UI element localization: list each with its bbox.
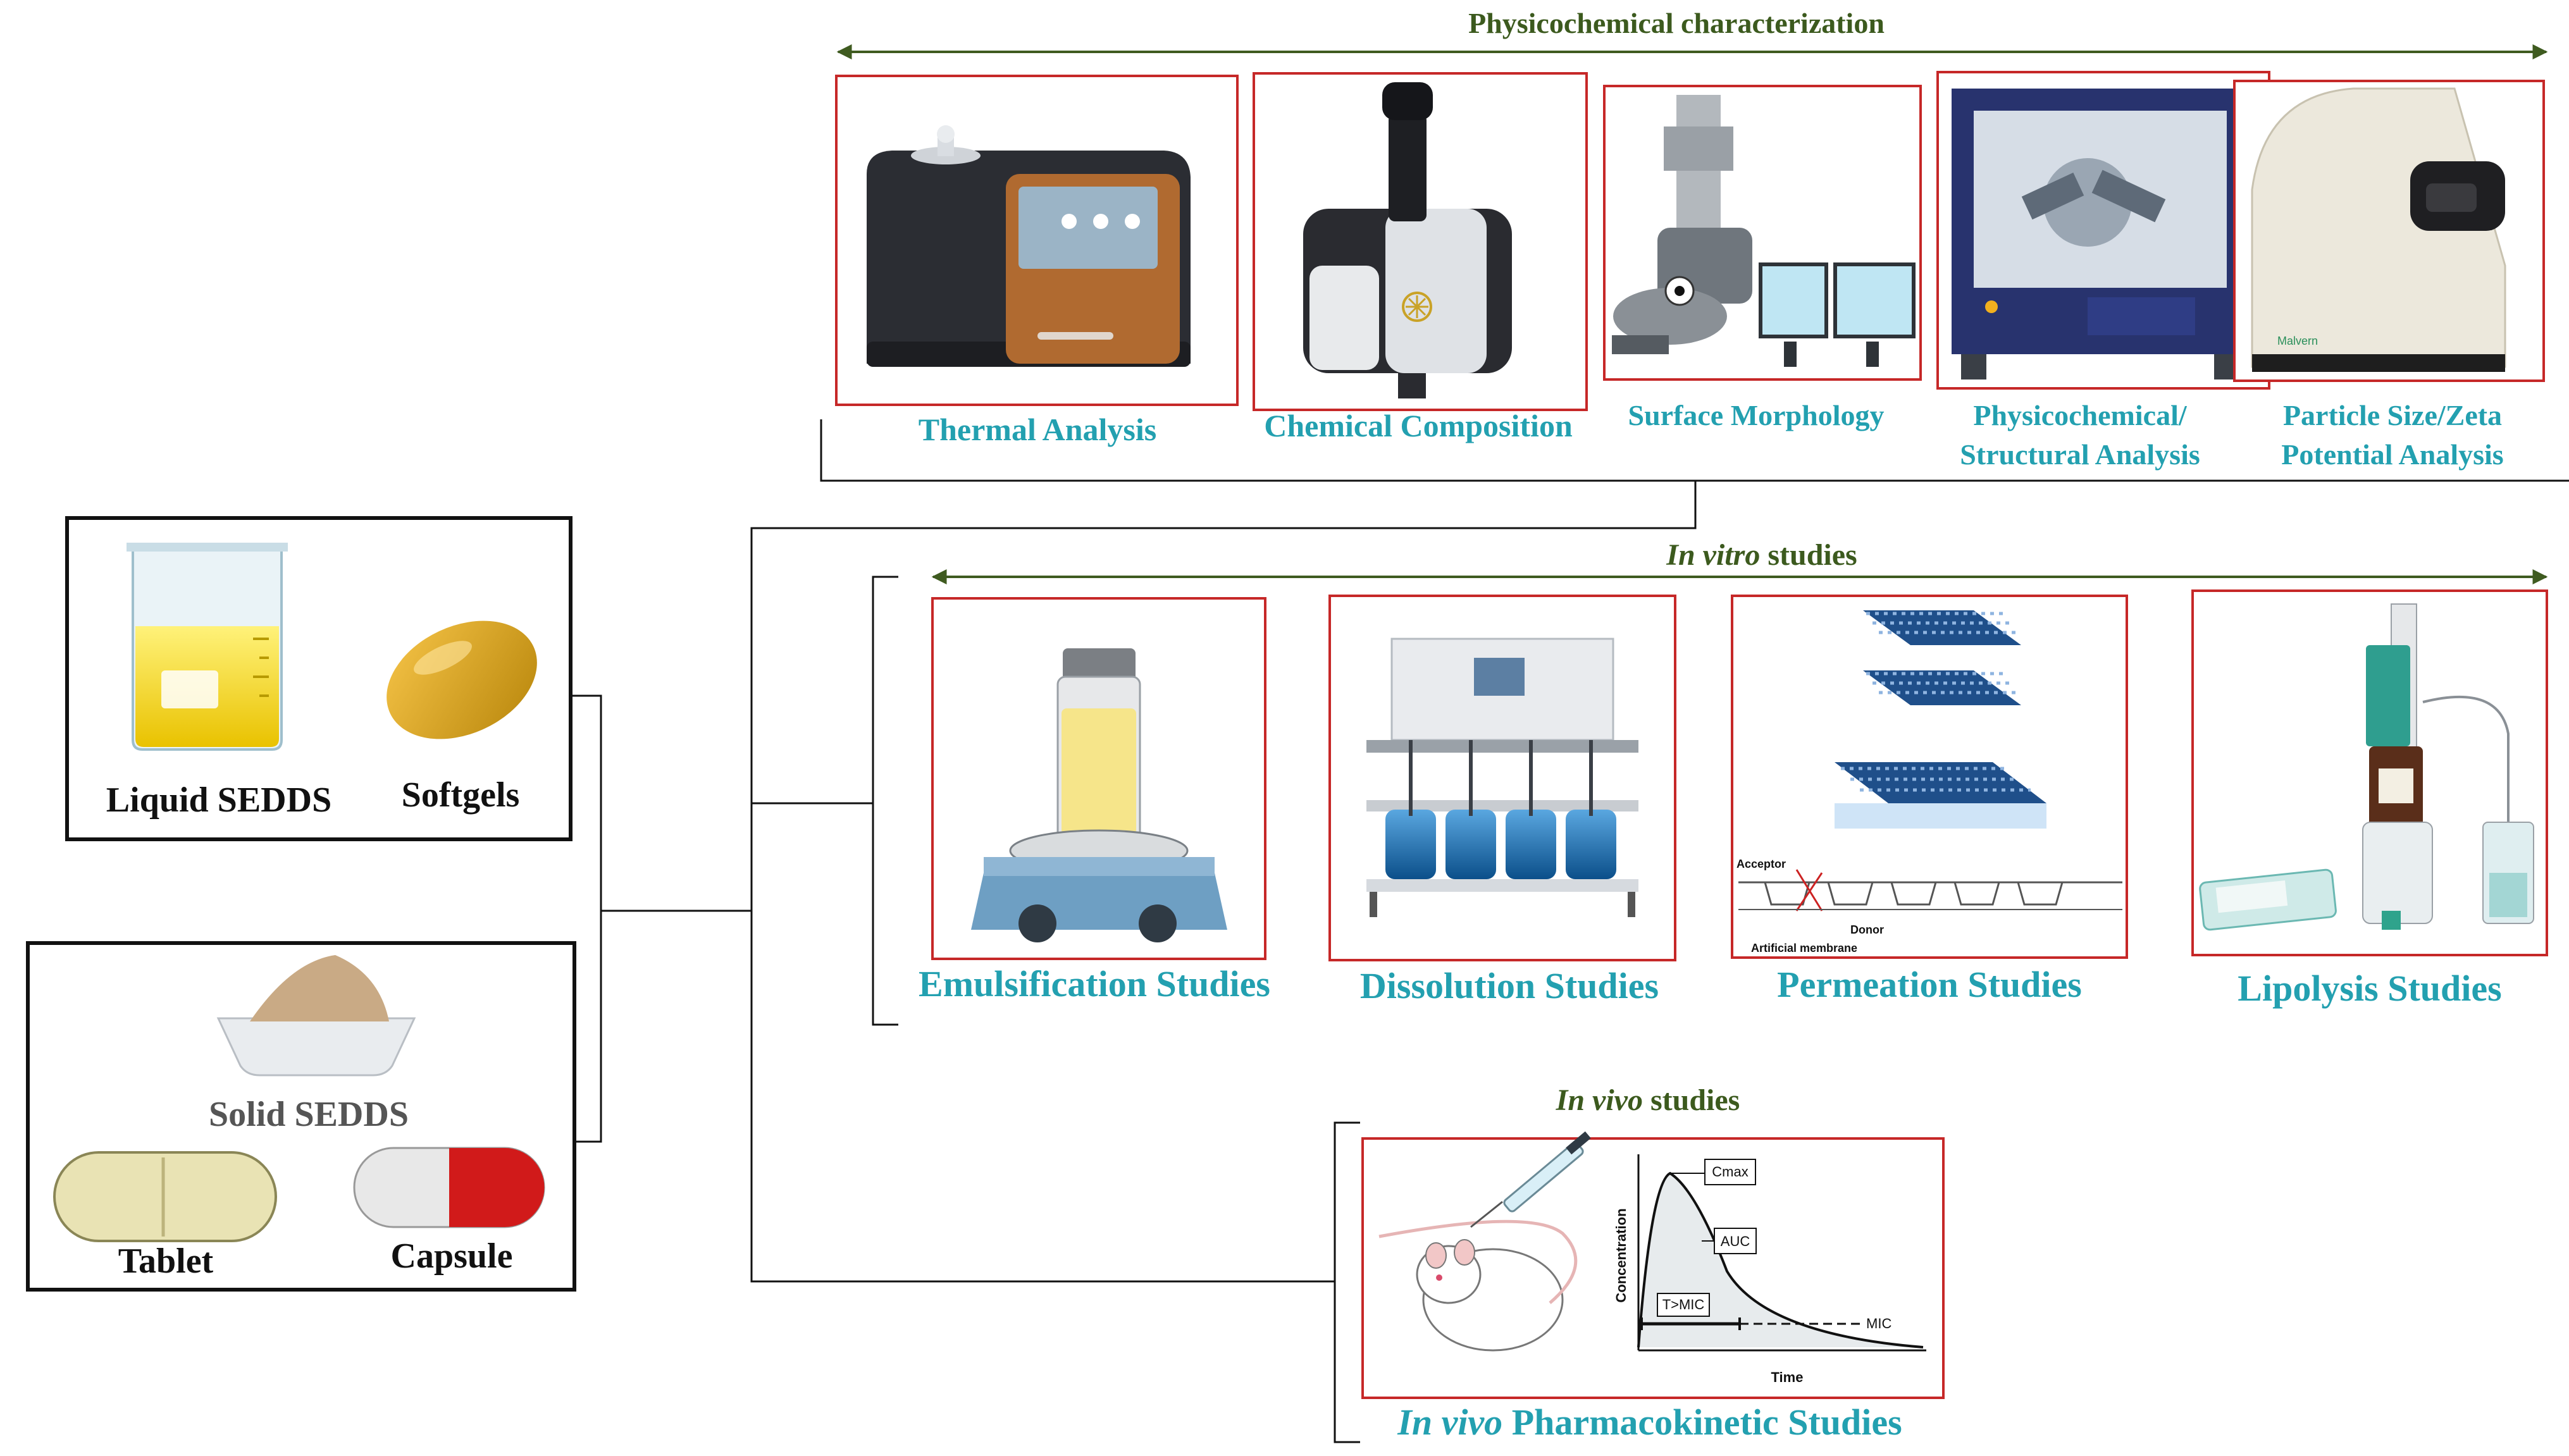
svg-text:Malvern: Malvern (2277, 335, 2318, 347)
solid-sedds-label: Solid SEDDS (209, 1095, 409, 1134)
in-vivo-heading-italic: In vivo (1556, 1083, 1643, 1117)
surface-morphology-label: Surface Morphology (1628, 399, 1884, 431)
zetasizer-illustration: Malvern (2251, 87, 2506, 372)
pharmacokinetic-label-italic: In vivo (1397, 1402, 1502, 1443)
formulation-bracket (571, 694, 602, 1143)
in-vitro-heading: In vitro studies (1666, 538, 1857, 572)
sem-microscope-illustration (1612, 95, 1916, 367)
physicochemical-heading: Physicochemical characterization (1468, 7, 1885, 39)
dissolution-panel: Dissolution Studies (1328, 595, 1676, 1006)
chemical-composition-label: Chemical Composition (1264, 408, 1573, 443)
permeation-plate-illustration (1738, 610, 2122, 911)
dissolution-label: Dissolution Studies (1360, 965, 1659, 1006)
lipolysis-label: Lipolysis Studies (2238, 968, 2501, 1009)
capsule-label: Capsule (391, 1237, 513, 1276)
auc-label: AUC (1721, 1233, 1750, 1249)
particle-size-label-line1: Particle Size/Zeta (2283, 399, 2502, 431)
permeation-panel: Acceptor Donor Artificial membrane Perme… (1731, 595, 2128, 1005)
time-axis-label: Time (1771, 1369, 1804, 1385)
permeation-label: Permeation Studies (1777, 964, 2082, 1005)
pk-curve-chart (1637, 1154, 1926, 1352)
capsule-icon (353, 1147, 545, 1228)
thermal-analysis-panel: Thermal Analysis (835, 75, 1239, 447)
powder-dish-icon (216, 955, 416, 1077)
titrator-illustration (2199, 603, 2534, 931)
main-tree-connector (750, 481, 1697, 1283)
beaker-icon (127, 543, 288, 751)
t-mic-label: T>MIC (1662, 1297, 1705, 1312)
in-vitro-heading-rest: studies (1760, 538, 1857, 572)
lipolysis-panel: Lipolysis Studies (2191, 589, 2548, 1009)
pharmacokinetic-label-rest: Pharmacokinetic Studies (1502, 1402, 1902, 1443)
ftir-spectrometer-illustration (1303, 82, 1512, 398)
structural-analysis-label-line2: Structural Analysis (1960, 438, 2200, 471)
physicochemical-bracket (820, 419, 2569, 482)
xrd-diffractometer-illustration (1952, 89, 2249, 379)
structural-analysis-panel: Physicochemical/ Structural Analysis (1936, 71, 2270, 471)
acceptor-label: Acceptor (1736, 858, 1786, 870)
in-vivo-heading: In vivo studies (1556, 1083, 1740, 1117)
softgels-label: Softgels (402, 775, 520, 815)
emulsification-panel: Emulsification Studies (919, 597, 1270, 1004)
particle-size-panel: Malvern Particle Size/Zeta Potential Ana… (2233, 80, 2545, 471)
in-vitro-heading-italic: In vitro (1666, 538, 1760, 572)
particle-size-label-line2: Potential Analysis (2281, 438, 2503, 471)
in-vitro-bracket (872, 576, 898, 1026)
softgel-icon (387, 620, 537, 739)
emulsification-label: Emulsification Studies (919, 963, 1270, 1004)
surface-morphology-panel: Surface Morphology (1603, 85, 1922, 431)
liquid-formulations-box: Liquid SEDDS Softgels (65, 516, 573, 841)
concentration-axis-label: Concentration (1613, 1208, 1629, 1302)
solid-formulations-box: Solid SEDDS Tablet Capsule (26, 941, 576, 1292)
in-vivo-heading-rest: studies (1643, 1083, 1740, 1117)
dsc-instrument-illustration (867, 125, 1191, 367)
tablet-icon (53, 1151, 277, 1242)
mic-label: MIC (1866, 1316, 1891, 1331)
structural-analysis-label-line1: Physicochemical/ (1973, 399, 2187, 431)
magnetic-stirrer-illustration (971, 648, 1227, 942)
pharmacokinetic-panel: Cmax AUC T>MIC MIC Time Concentration (1361, 1131, 1945, 1399)
cmax-label: Cmax (1712, 1164, 1748, 1180)
artificial-membrane-label: Artificial membrane (1751, 942, 1857, 954)
in-vivo-bracket (1334, 1121, 1360, 1443)
liquid-sedds-label: Liquid SEDDS (106, 780, 331, 820)
thermal-analysis-label: Thermal Analysis (919, 412, 1156, 447)
pharmacokinetic-label: In vivo Pharmacokinetic Studies (1397, 1402, 1902, 1443)
donor-label: Donor (1850, 923, 1884, 936)
mouse-injection-illustration (1378, 1131, 1591, 1352)
dissolution-apparatus-illustration (1366, 638, 1638, 917)
tablet-label: Tablet (118, 1242, 214, 1281)
chemical-composition-panel: Chemical Composition (1253, 72, 1588, 443)
